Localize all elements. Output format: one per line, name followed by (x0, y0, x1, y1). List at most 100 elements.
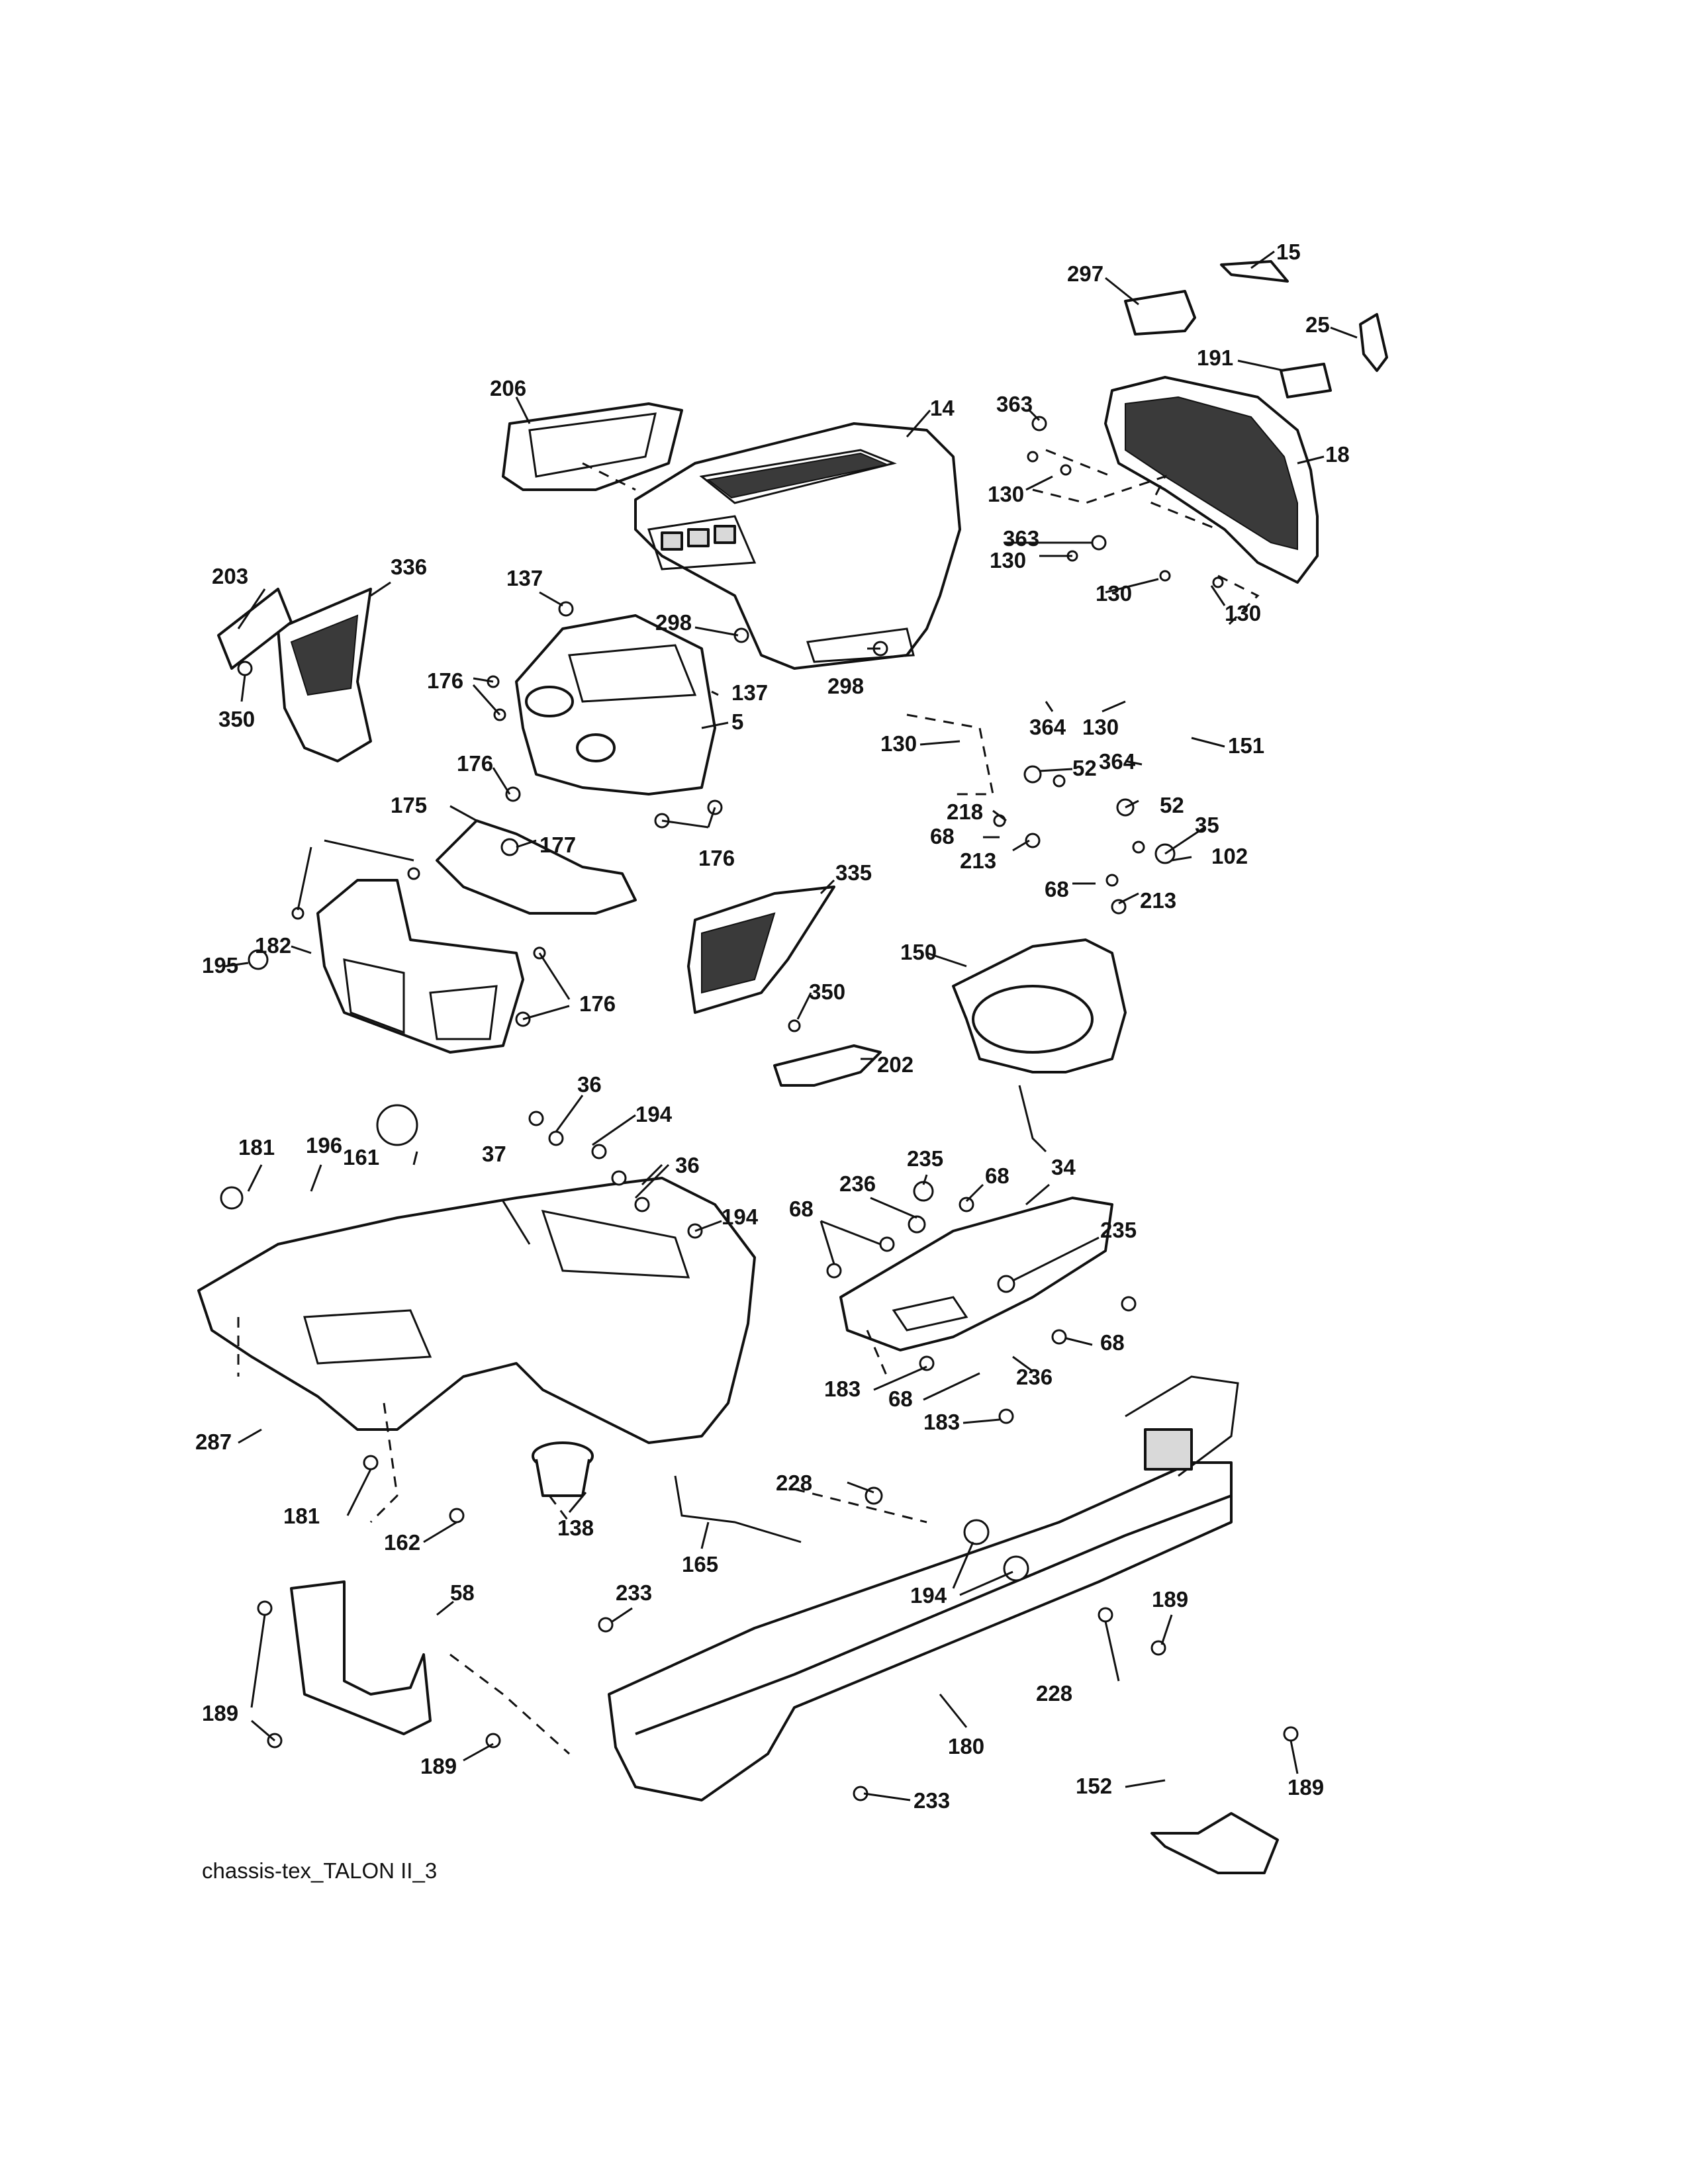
callout-137: 137 (731, 680, 768, 705)
callout-213: 213 (960, 848, 996, 873)
callout-236: 236 (839, 1171, 876, 1196)
callout-68: 68 (930, 824, 955, 848)
callout-68: 68 (789, 1197, 814, 1221)
hood-part (634, 422, 961, 670)
callout-150: 150 (900, 940, 937, 964)
assembly-lines (237, 449, 1260, 1755)
callout-130: 130 (1096, 581, 1132, 606)
callout-236: 236 (1016, 1365, 1053, 1389)
leader-lines (224, 250, 1358, 1801)
callout-52: 52 (1160, 793, 1184, 817)
callout-176: 176 (698, 846, 735, 870)
callout-68: 68 (985, 1163, 1009, 1188)
callout-189: 189 (1288, 1775, 1324, 1799)
callout-176: 176 (579, 991, 616, 1016)
callout-130: 130 (1082, 715, 1119, 739)
callout-5: 5 (731, 709, 743, 734)
callout-203: 203 (212, 564, 248, 588)
fender-part (197, 1177, 756, 1444)
callout-206: 206 (490, 376, 526, 400)
boot-part (532, 1441, 594, 1497)
dash-support-part (436, 819, 637, 915)
callout-350: 350 (809, 979, 845, 1004)
callout-189: 189 (420, 1754, 457, 1778)
callout-233: 233 (914, 1788, 950, 1813)
callout-189: 189 (1152, 1587, 1188, 1612)
callout-297: 297 (1067, 261, 1103, 286)
callout-213: 213 (1140, 888, 1176, 913)
callout-175: 175 (391, 793, 427, 817)
frame-part (608, 1375, 1239, 1801)
tank-housing-part (952, 938, 1127, 1153)
callout-18: 18 (1325, 442, 1350, 467)
callout-233: 233 (616, 1580, 652, 1605)
callout-202: 202 (877, 1052, 914, 1077)
linkage-rod-part (674, 1475, 802, 1543)
callout-14: 14 (930, 396, 955, 420)
callout-37: 37 (482, 1142, 506, 1166)
callout-58: 58 (450, 1580, 475, 1605)
callout-102: 102 (1211, 844, 1248, 868)
side-panel-left-part (217, 588, 372, 762)
callout-68: 68 (1100, 1330, 1125, 1355)
callout-34: 34 (1051, 1155, 1076, 1179)
callout-195: 195 (202, 953, 238, 978)
callout-218: 218 (947, 799, 983, 824)
mount-bracket-part (290, 1580, 1279, 1874)
callout-176: 176 (427, 668, 463, 693)
callout-228: 228 (776, 1471, 812, 1495)
callout-161: 161 (343, 1145, 379, 1169)
callout-235: 235 (907, 1146, 943, 1171)
fastener-markers (220, 416, 1299, 1801)
callout-25: 25 (1305, 312, 1330, 337)
callout-191: 191 (1197, 345, 1233, 370)
callout-130: 130 (880, 731, 917, 756)
callout-364: 364 (1029, 715, 1066, 739)
callout-336: 336 (391, 555, 427, 579)
callout-335: 335 (835, 860, 872, 885)
callout-137: 137 (506, 566, 543, 590)
callout-152: 152 (1076, 1774, 1112, 1798)
callout-130: 130 (1225, 601, 1261, 625)
callout-363: 363 (1003, 526, 1039, 551)
callout-68: 68 (1045, 877, 1069, 901)
callout-181: 181 (238, 1135, 275, 1160)
callout-165: 165 (682, 1552, 718, 1576)
callout-68: 68 (888, 1387, 913, 1411)
callout-180: 180 (948, 1734, 984, 1758)
callout-183: 183 (923, 1410, 960, 1434)
callout-130: 130 (990, 548, 1026, 572)
callout-189: 189 (202, 1701, 238, 1725)
callout-235: 235 (1100, 1218, 1137, 1242)
callout-151: 151 (1228, 733, 1264, 758)
callout-177: 177 (539, 833, 576, 857)
callout-52: 52 (1072, 756, 1097, 780)
callout-130: 130 (988, 482, 1024, 506)
callout-15: 15 (1276, 240, 1301, 264)
callout-287: 287 (195, 1430, 232, 1454)
callout-182: 182 (255, 933, 291, 958)
callout-36: 36 (675, 1153, 700, 1177)
headlight-bracket-part (502, 402, 683, 491)
grille-part (1104, 376, 1319, 584)
seat-plate-part (839, 1197, 1113, 1351)
dash-lower-part (316, 879, 524, 1054)
side-panel-right-part (687, 886, 882, 1087)
callout-298: 298 (827, 674, 864, 698)
callout-183: 183 (824, 1377, 861, 1401)
callout-36: 36 (577, 1072, 602, 1097)
callout-350: 350 (218, 707, 255, 731)
callout-162: 162 (384, 1530, 420, 1555)
callout-138: 138 (557, 1516, 594, 1540)
callout-35: 35 (1195, 813, 1219, 837)
callout-196: 196 (306, 1133, 342, 1158)
callout-labels: 15 297 25 191 206 14 363 130 18 363 130 … (195, 240, 1350, 1813)
callout-364: 364 (1099, 749, 1136, 774)
callout-181: 181 (283, 1504, 320, 1528)
callout-298: 298 (655, 610, 692, 635)
dash-panel-part (515, 614, 716, 796)
callout-363: 363 (996, 392, 1033, 416)
callout-194: 194 (722, 1205, 759, 1229)
